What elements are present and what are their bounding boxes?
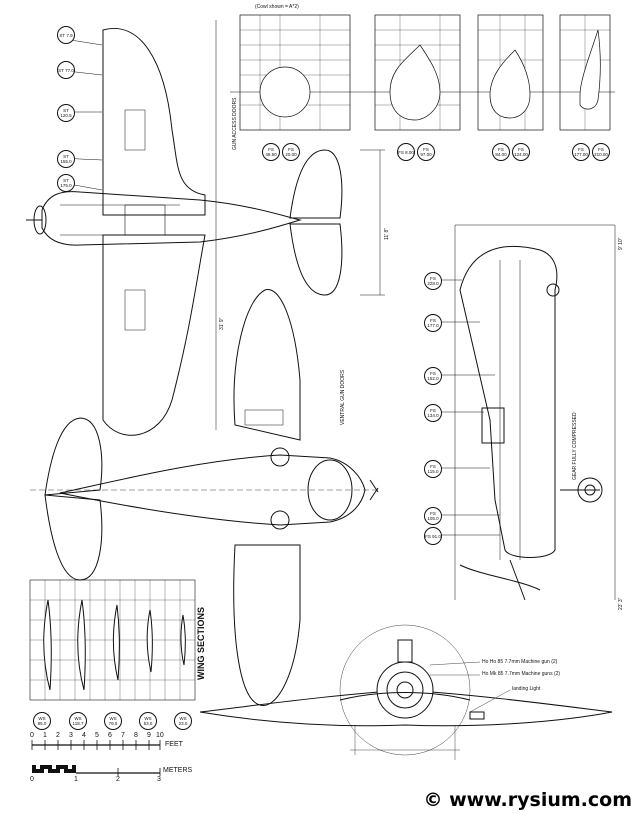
scale-tick-meters: 2 [116,776,120,783]
station-marker: FS 134.0 [424,404,442,422]
scale-unit-feet: FEET [165,741,183,748]
ventral-gun-doors-label: VENTRAL GUN DOORS [340,369,346,425]
scale-tick-meters: 1 [74,776,78,783]
scale-tick-feet: 8 [134,732,138,739]
gun-access-doors-label: GUN ACCESS DOORS [232,97,238,150]
scale-tick-feet: 1 [43,732,47,739]
station-marker: FS 84.00 [492,143,510,161]
gun-callout-2: Ho Mk 85 7.7mm Machine guns (2) [482,671,561,677]
station-marker: FS 91.0 [424,527,442,545]
scale-unit-meters: METERS [163,767,193,774]
station-marker: FS 210.00 [592,143,610,161]
scale-tick-meters: 0 [30,776,34,783]
watermark-text: © www.rysium.com [423,789,632,811]
station-marker: WS 23.0 [174,712,192,730]
station-marker: ST 77.0 [57,61,75,79]
station-marker: FS 46.50 [262,143,280,161]
scale-tick-feet: 3 [69,732,73,739]
station-marker: FS 8.00 [397,143,415,161]
scale-tick-feet: 4 [82,732,86,739]
scale-tick-feet: 9 [147,732,151,739]
wing-sections-title: WING SECTIONS [196,606,206,680]
gear-compressed-label: GEAR FULLY COMPRESSED [572,412,578,480]
height-dimension: 9' 10" [618,237,624,250]
station-marker: WS 118.7 [69,712,87,730]
side-view-aircraft [440,224,616,601]
scale-tick-meters: 3 [157,776,161,783]
wing-sections-panel [29,579,196,701]
scale-tick-feet: 7 [121,732,125,739]
station-marker: FS 177.00 [572,143,590,161]
station-marker: WS 53.0 [139,712,157,730]
station-marker: WS 85.0 [33,712,51,730]
station-marker: FS 20.00 [282,143,300,161]
scale-tick-feet: 0 [30,732,34,739]
gun-callout-1: Ho Ho 85 7.7mm Machine gun (2) [482,659,558,665]
station-marker: FS 97.00 [417,143,435,161]
station-marker: FS 177.0 [424,314,442,332]
length-dimension: 23' 3" [618,597,624,610]
scale-tick-feet: 6 [108,732,112,739]
station-marker: FS 152.0 [424,367,442,385]
station-marker: ST 155.0 [57,150,75,168]
station-marker: ST 7.9 [57,26,75,44]
station-marker: FS 105.0 [424,507,442,525]
scale-tick-feet: 10 [156,732,164,739]
station-marker: WS 79.5 [104,712,122,730]
scale-tick-feet: 2 [56,732,60,739]
landing-light-label: landing Light [512,686,541,692]
span-dimension: 31' 9" [219,317,225,330]
station-marker: ST 120.5 [57,104,75,122]
front-view-aircraft [199,624,613,760]
station-marker: FS 115.0 [424,460,442,478]
tail-span-dimension: 11' 8" [384,227,390,240]
scale-bar [31,740,161,776]
station-marker: ST 175.0 [57,174,75,192]
station-marker: FS 228.0 [424,272,442,290]
cowl-note-label: (Cowl shown = A*2) [255,4,299,10]
bottom-view-aircraft [30,289,380,706]
scale-tick-feet: 5 [95,732,99,739]
station-marker: FS 124.00 [512,143,530,161]
cowl-cross-sections [230,14,615,131]
top-view-aircraft [26,20,385,436]
